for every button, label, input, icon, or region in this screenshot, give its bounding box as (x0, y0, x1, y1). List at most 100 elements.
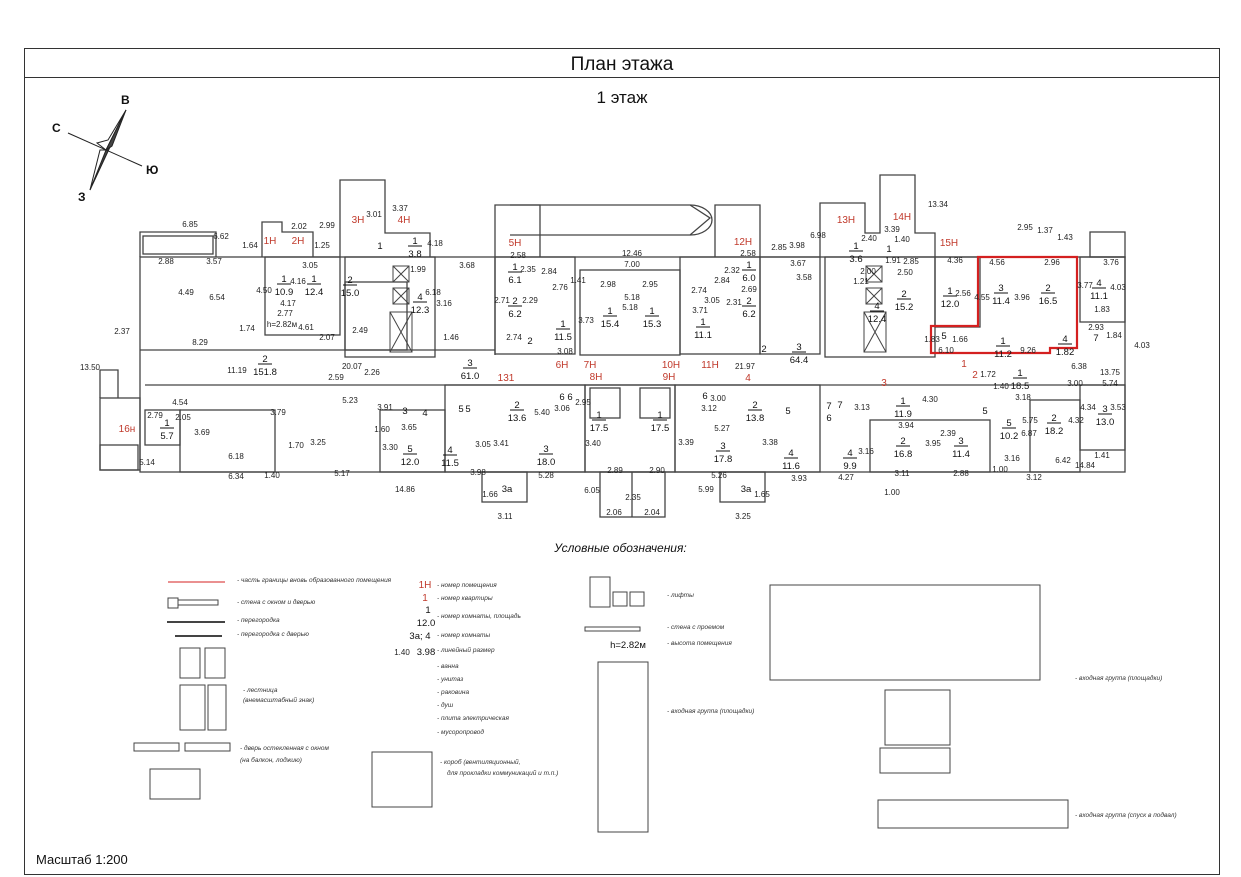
room-number: 1 (746, 260, 751, 271)
room-label: 512.0 (401, 444, 420, 468)
room-number: 6 (559, 392, 564, 403)
dimension-label: 2.84 (541, 267, 557, 276)
dimension-label: 2.85 (903, 257, 919, 266)
dimension-label: 6.42 (1055, 456, 1071, 465)
room-area: 6.1 (508, 275, 521, 286)
dimension-label: 3.16 (436, 299, 452, 308)
dimension-label: 3.13 (854, 403, 870, 412)
legend-item: - входная группа (площадки) (1075, 674, 1162, 682)
unit-number: 4Н (398, 215, 411, 226)
dimension-label: 1.74 (239, 324, 255, 333)
room-area: 11.4 (992, 296, 1010, 307)
room-area: 61.0 (461, 371, 480, 382)
dimension-label: 1.83 (1094, 305, 1110, 314)
room-area: 13.0 (1096, 417, 1115, 428)
legend-item: - мусоропровод (437, 728, 484, 736)
dimension-label: 5.74 (1102, 379, 1118, 388)
dimension-label: 3.41 (493, 439, 509, 448)
dimension-label: 6.62 (213, 232, 229, 241)
dimension-label: 2.37 (114, 327, 130, 336)
dimension-label: 3.76 (1103, 258, 1119, 267)
room-number: 3 (958, 436, 963, 447)
dimension-label: 6.54 (209, 293, 225, 302)
room-number: 4 (847, 448, 852, 459)
legend-sample-room-area: 12.0 (417, 618, 436, 629)
dimension-label: 1.41 (570, 276, 586, 285)
room-area: 18.0 (537, 457, 556, 468)
compass-north: В (121, 93, 130, 107)
dimension-label: 1.60 (374, 425, 390, 434)
room-area: 11.1 (694, 330, 712, 341)
dimension-label: 4.36 (947, 256, 963, 265)
legend-item: - номер комнаты, площадь (437, 612, 521, 620)
dimension-label: 2.59 (328, 373, 344, 382)
room-area: 11.9 (894, 409, 912, 420)
room-area: 16.8 (894, 449, 913, 460)
dimension-label: 4.54 (172, 398, 188, 407)
dimension-label: 1.99 (410, 265, 426, 274)
dimension-label: 3.98 (789, 241, 805, 250)
dimension-label: 2.32 (724, 266, 740, 275)
room-number: 3 (543, 444, 548, 455)
room-label: 16.0 (742, 260, 756, 284)
room-area: 12.4 (305, 287, 324, 298)
dimension-label: 7.00 (624, 260, 640, 269)
room-area: 11.5 (554, 332, 572, 343)
unit-number: 9Н (663, 372, 676, 383)
unit-number: 131 (498, 373, 515, 384)
dimension-label: 6.05 (584, 486, 600, 495)
unit-number: 12Н (734, 237, 752, 248)
dimension-label: 4.55 (974, 293, 990, 302)
room-label: 213.6 (508, 400, 527, 424)
room-label: 215.0 (341, 275, 360, 299)
dimension-label: 2.02 (291, 222, 307, 231)
dimension-label: 2.96 (1044, 258, 1060, 267)
room-area: 10.2 (1000, 431, 1019, 442)
dimension-label: 1.37 (1037, 226, 1053, 235)
dimension-label: 5.23 (342, 396, 358, 405)
room-label: 216.5 (1039, 283, 1058, 307)
dimension-label: 13.34 (928, 200, 949, 209)
room-label: 111.2 (994, 336, 1012, 360)
dimension-label: 2.26 (364, 368, 380, 377)
room-area: 12.0 (401, 457, 420, 468)
room-label: 26.2 (508, 296, 522, 320)
dimension-label: 5.18 (622, 303, 638, 312)
room-number: 5 (458, 404, 463, 415)
room-label: 216.8 (894, 436, 913, 460)
dimension-label: 3.11 (498, 512, 514, 521)
room-label: 318.0 (537, 444, 556, 468)
room-number: 2 (900, 436, 905, 447)
dimension-label: 3.38 (762, 438, 778, 447)
dimension-label: 2.05 (175, 413, 191, 422)
room-number: 1 (281, 274, 286, 285)
dimension-label: 3.37 (392, 204, 408, 213)
room-label: 1 (377, 241, 382, 252)
room-label: 2 (761, 344, 766, 355)
dimension-label: 2.07 (319, 333, 335, 342)
unit-number: 11Н (701, 360, 719, 371)
dimension-label: 3.67 (790, 259, 806, 268)
dimension-label: 1.72 (980, 370, 996, 379)
dimension-label: 2.06 (606, 508, 622, 517)
legend-item: - душ (437, 701, 454, 709)
dimension-label: 3.16 (858, 447, 874, 456)
room-label: 361.0 (461, 358, 480, 382)
dimension-label: 4.17 (280, 299, 296, 308)
room-area: 10.9 (275, 287, 294, 298)
highlighted-premises-boundary[interactable] (929, 255, 1079, 355)
room-label: 412.4 (868, 301, 887, 325)
room-label: 317.8 (714, 441, 733, 465)
room-area: 13.6 (508, 413, 527, 424)
dimension-label: 3.95 (925, 439, 941, 448)
dimension-label: 6.18 (425, 288, 441, 297)
dimension-label: 3.05 (475, 440, 491, 449)
room-label: 510.2 (1000, 418, 1019, 442)
dimension-label: 4.30 (922, 395, 938, 404)
room-number: 5 (941, 331, 946, 342)
dimension-label: 1.64 (242, 241, 258, 250)
room-label: 311.4 (992, 283, 1010, 307)
